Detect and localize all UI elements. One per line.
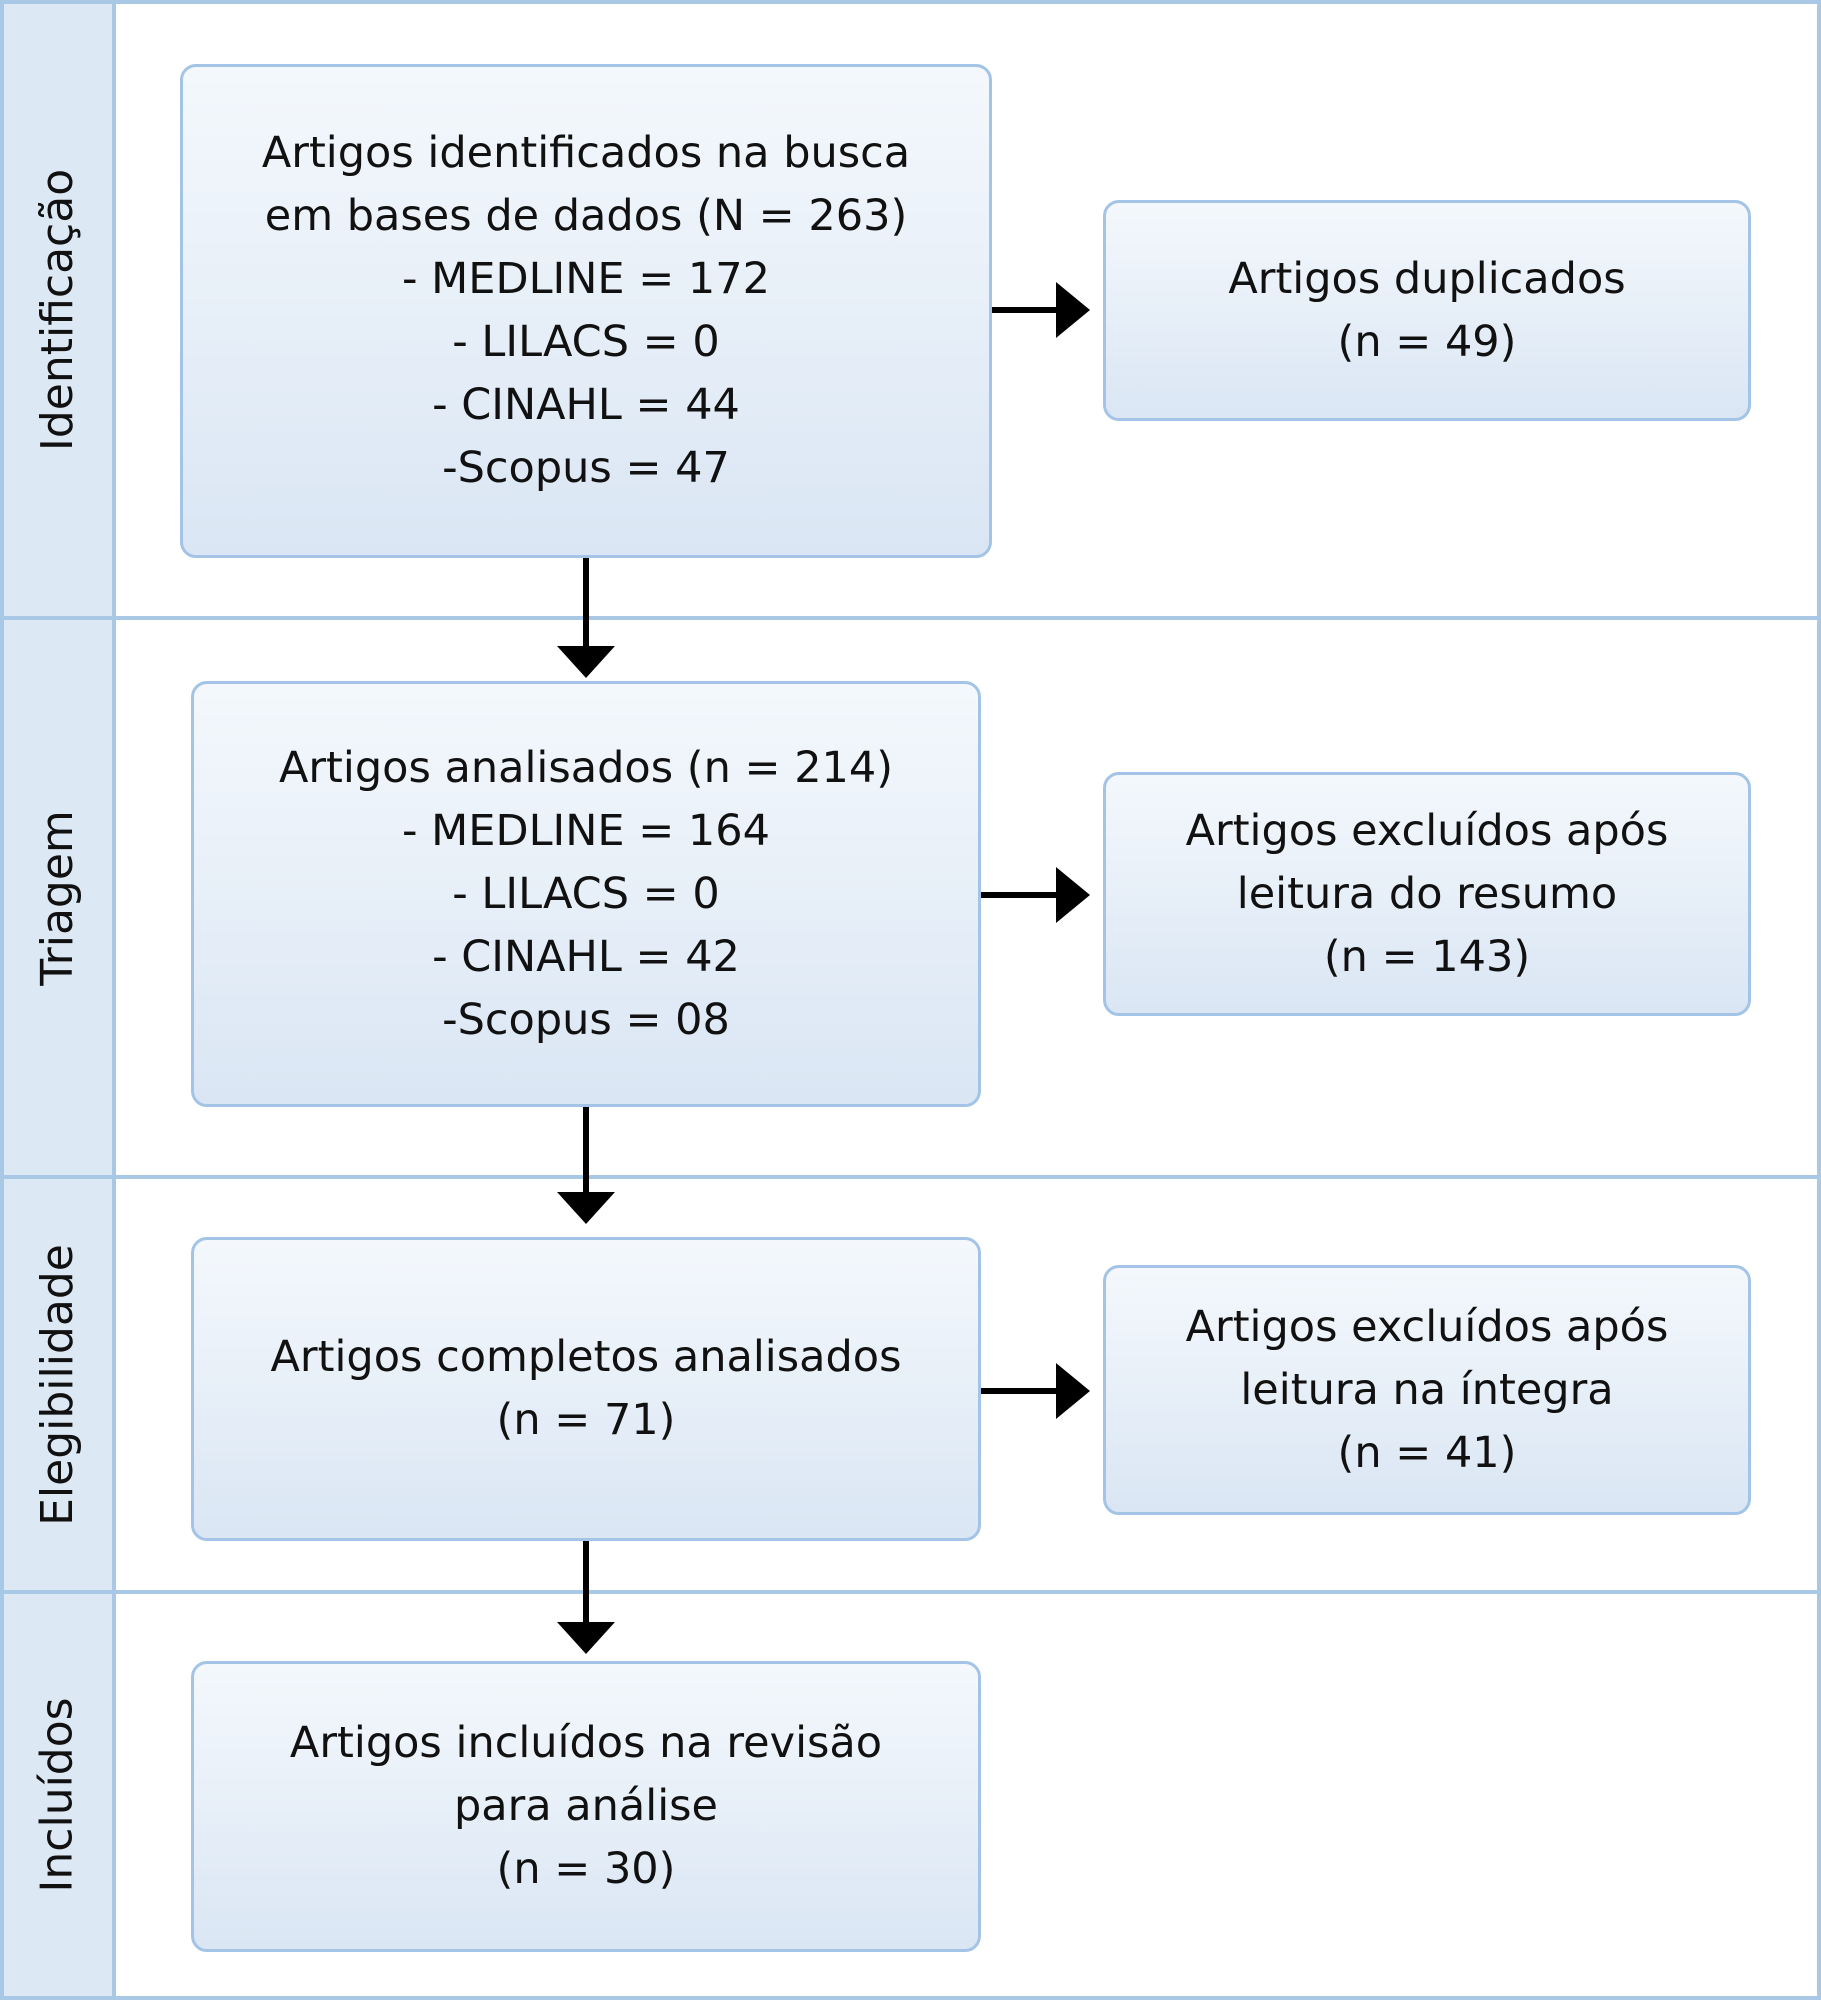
box-included: Artigos incluídos na revisão para anális…	[191, 1661, 981, 1952]
arrow-shaft	[583, 1541, 589, 1625]
box-fulltext-assessed: Artigos completos analisados (n = 71)	[191, 1237, 981, 1541]
box-line: Artigos incluídos na revisão	[289, 1718, 883, 1768]
box-line: (n = 41)	[1337, 1427, 1517, 1478]
arrow-head	[1056, 282, 1090, 338]
box-screened-records: Artigos analisados (n = 214) - MEDLINE =…	[191, 681, 981, 1107]
box-excluded-fulltext: Artigos excluídos após leitura na íntegr…	[1103, 1265, 1751, 1515]
box-line: em bases de dados (N = 263)	[264, 191, 908, 241]
arrow-shaft	[583, 558, 589, 650]
box-line: Artigos completos analisados	[270, 1332, 902, 1382]
arrow-shaft	[992, 307, 1060, 313]
stage-divider-3	[0, 1590, 1821, 1594]
box-line: Artigos identificados na busca	[261, 128, 911, 178]
stage-column-divider	[112, 0, 116, 2000]
arrow-head	[557, 1192, 615, 1224]
box-line: -Scopus = 47	[442, 443, 730, 493]
box-line: Artigos excluídos após	[1185, 1301, 1669, 1352]
frame-left	[0, 0, 4, 2000]
arrow-head	[1056, 1363, 1090, 1419]
stage-label-incluidos: Incluídos	[32, 1697, 84, 1893]
box-identified-records: Artigos identificados na busca em bases …	[180, 64, 992, 558]
frame-top	[0, 0, 1821, 4]
frame-right	[1817, 0, 1821, 2000]
box-line: leitura na íntegra	[1240, 1364, 1614, 1415]
box-line: (n = 30)	[496, 1844, 676, 1894]
box-line: - MEDLINE = 164	[402, 805, 770, 856]
arrow-head	[557, 1622, 615, 1654]
box-line: - MEDLINE = 172	[402, 254, 770, 304]
stage-divider-1	[0, 616, 1821, 620]
stage-column	[3, 3, 113, 1997]
box-excluded-abstract: Artigos excluídos após leitura do resumo…	[1103, 772, 1751, 1016]
stage-label-identificacao: Identificação	[32, 168, 84, 452]
arrow-shaft	[981, 892, 1060, 898]
box-line: (n = 143)	[1323, 931, 1531, 982]
box-line: - LILACS = 0	[452, 868, 720, 919]
arrow-shaft	[583, 1107, 589, 1195]
box-line: para análise	[453, 1781, 719, 1831]
arrow-head	[1056, 867, 1090, 923]
box-line: - CINAHL = 44	[432, 380, 740, 430]
box-duplicates: Artigos duplicados (n = 49)	[1103, 200, 1751, 421]
box-line: -Scopus = 08	[442, 994, 730, 1045]
box-line: leitura do resumo	[1236, 868, 1618, 919]
box-line: Artigos analisados (n = 214)	[278, 742, 894, 793]
box-line: (n = 71)	[496, 1395, 676, 1445]
box-line: - LILACS = 0	[452, 317, 720, 367]
box-line: (n = 49)	[1337, 316, 1517, 367]
stage-label-triagem: Triagem	[32, 809, 83, 986]
box-line: Artigos excluídos após	[1185, 805, 1669, 856]
box-line: Artigos duplicados	[1228, 253, 1626, 304]
arrow-shaft	[981, 1388, 1060, 1394]
arrow-head	[557, 646, 615, 678]
stage-label-elegibilidade: Elegibilidade	[32, 1243, 83, 1526]
stage-divider-2	[0, 1175, 1821, 1179]
box-line: - CINAHL = 42	[432, 931, 740, 982]
frame-bottom	[0, 1996, 1821, 2000]
